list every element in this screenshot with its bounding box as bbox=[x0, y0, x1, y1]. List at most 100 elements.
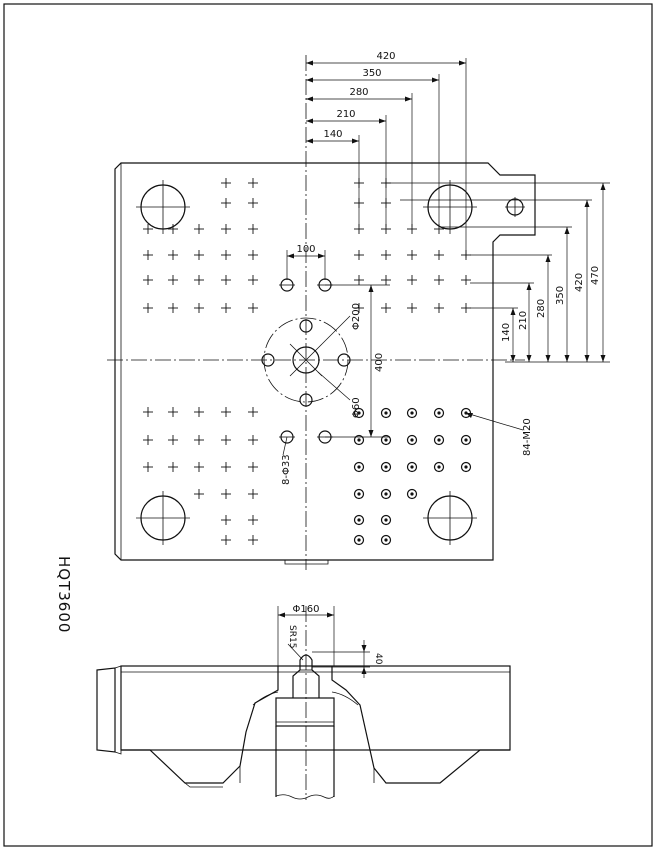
plus-marker bbox=[221, 535, 231, 545]
dim-350: 350 bbox=[362, 68, 381, 79]
plus-marker bbox=[168, 462, 178, 472]
tapped-hole bbox=[353, 488, 365, 500]
plus-marker bbox=[407, 250, 417, 260]
dim-nozzle-dia: Φ160 bbox=[293, 604, 320, 615]
plus-marker bbox=[248, 535, 258, 545]
plus-marker bbox=[248, 462, 258, 472]
platen-outline bbox=[114, 162, 536, 561]
tapped-hole bbox=[353, 407, 365, 419]
center-hole bbox=[292, 346, 320, 374]
tapped-hole bbox=[380, 514, 392, 526]
plus-marker bbox=[143, 303, 153, 313]
plus-marker bbox=[248, 198, 258, 208]
tapped-hole bbox=[353, 534, 365, 546]
plus-marker bbox=[221, 515, 231, 525]
plus-marker bbox=[354, 275, 364, 285]
tapped-hole bbox=[353, 434, 365, 446]
plus-marker bbox=[143, 224, 153, 234]
mounting-markers bbox=[143, 178, 471, 545]
ejector-pattern bbox=[261, 315, 351, 407]
dim-right-210: 210 bbox=[518, 311, 529, 330]
tapped-hole bbox=[433, 407, 445, 419]
tapped-hole bbox=[433, 434, 445, 446]
dim-210: 210 bbox=[336, 109, 355, 120]
tapped-hole bbox=[406, 407, 418, 419]
plus-marker bbox=[434, 303, 444, 313]
plus-marker bbox=[248, 303, 258, 313]
plus-marker bbox=[248, 178, 258, 188]
plus-marker bbox=[248, 250, 258, 260]
tapped-hole bbox=[380, 434, 392, 446]
tapped-hole bbox=[353, 461, 365, 473]
label-nozzle-radius: SR15 bbox=[287, 625, 297, 648]
plus-marker bbox=[248, 435, 258, 445]
tapped-hole bbox=[380, 461, 392, 473]
plus-marker bbox=[381, 303, 391, 313]
plus-marker bbox=[194, 303, 204, 313]
dim-nozzle-offset: 40 bbox=[373, 653, 383, 665]
plus-marker bbox=[168, 224, 178, 234]
center-vertical-dim bbox=[325, 284, 390, 438]
side-view bbox=[96, 606, 511, 800]
plus-marker bbox=[194, 224, 204, 234]
plus-marker bbox=[461, 275, 471, 285]
plus-marker bbox=[248, 224, 258, 234]
plus-marker bbox=[248, 275, 258, 285]
tapped-hole bbox=[380, 488, 392, 500]
right-dimensions bbox=[385, 182, 610, 431]
plus-marker bbox=[381, 250, 391, 260]
dim-400: 400 bbox=[374, 353, 385, 372]
top-dimensions bbox=[286, 58, 467, 280]
plus-marker bbox=[194, 250, 204, 260]
plus-marker bbox=[194, 275, 204, 285]
tapped-hole bbox=[460, 461, 472, 473]
tapped-hole-pattern bbox=[353, 407, 472, 546]
label-center-hole-dia: Φ60 bbox=[351, 397, 362, 418]
plus-marker bbox=[168, 407, 178, 417]
plus-marker bbox=[221, 489, 231, 499]
plus-marker bbox=[168, 275, 178, 285]
plus-marker bbox=[381, 275, 391, 285]
tapped-hole bbox=[460, 434, 472, 446]
plus-marker bbox=[221, 224, 231, 234]
plus-marker bbox=[221, 275, 231, 285]
plus-marker bbox=[434, 275, 444, 285]
label-tapped-holes: 84-M20 bbox=[522, 418, 533, 456]
dim-right-420: 420 bbox=[574, 273, 585, 292]
tie-bar-hole-top-right bbox=[423, 180, 477, 234]
model-label: HQT3600 bbox=[55, 556, 73, 633]
tapped-hole bbox=[353, 514, 365, 526]
plus-marker bbox=[434, 250, 444, 260]
plus-marker bbox=[248, 515, 258, 525]
plus-marker bbox=[168, 303, 178, 313]
plus-marker bbox=[221, 250, 231, 260]
plus-marker bbox=[143, 275, 153, 285]
plus-marker bbox=[143, 435, 153, 445]
plus-marker bbox=[143, 407, 153, 417]
plus-marker bbox=[354, 303, 364, 313]
plus-marker bbox=[168, 250, 178, 260]
tie-bar-hole-bottom-right bbox=[423, 491, 477, 545]
dimension-arrows bbox=[287, 60, 606, 437]
plus-marker bbox=[221, 407, 231, 417]
plus-marker bbox=[143, 462, 153, 472]
plus-marker bbox=[194, 407, 204, 417]
plus-marker bbox=[168, 435, 178, 445]
tapped-hole bbox=[380, 534, 392, 546]
drawing-frame bbox=[3, 3, 653, 847]
side-dimension-arrows bbox=[278, 612, 367, 674]
plus-marker bbox=[221, 178, 231, 188]
plus-marker bbox=[143, 250, 153, 260]
tapped-hole bbox=[406, 461, 418, 473]
platen-bottom-tab bbox=[284, 560, 329, 565]
plus-marker bbox=[221, 462, 231, 472]
plus-marker bbox=[194, 462, 204, 472]
dim-470: 470 bbox=[590, 266, 601, 285]
dim-420: 420 bbox=[376, 51, 395, 62]
dim-right-280: 280 bbox=[536, 299, 547, 318]
tapped-hole bbox=[433, 461, 445, 473]
ejector-pitch-circle bbox=[263, 317, 349, 403]
plus-marker bbox=[194, 435, 204, 445]
dim-hole-spacing: 100 bbox=[296, 244, 315, 255]
